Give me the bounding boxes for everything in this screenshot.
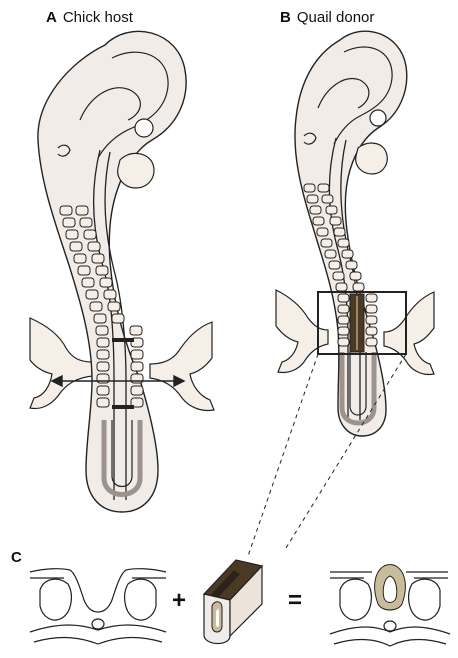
embryo-body-b xyxy=(295,31,407,436)
vessel-left-a xyxy=(30,318,92,409)
heart-a xyxy=(118,153,154,188)
plus-operator: + xyxy=(172,587,186,615)
grafted-neural-tube xyxy=(375,565,406,611)
projection-line-left xyxy=(248,354,318,556)
vessel-right-b xyxy=(384,292,434,375)
vessel-left-b xyxy=(276,290,328,373)
equals-operator: = xyxy=(288,587,302,615)
excision-bar-bottom-a xyxy=(112,405,134,409)
chick-host-embryo xyxy=(30,31,214,512)
graft-piece xyxy=(204,560,262,644)
excision-bar-top-a xyxy=(112,338,134,342)
eye-b xyxy=(370,110,386,126)
vessel-right-a xyxy=(150,322,214,411)
quail-donor-embryo xyxy=(276,31,434,436)
eye-a xyxy=(135,119,153,137)
host-cross-section xyxy=(30,569,166,644)
heart-b xyxy=(356,143,388,174)
